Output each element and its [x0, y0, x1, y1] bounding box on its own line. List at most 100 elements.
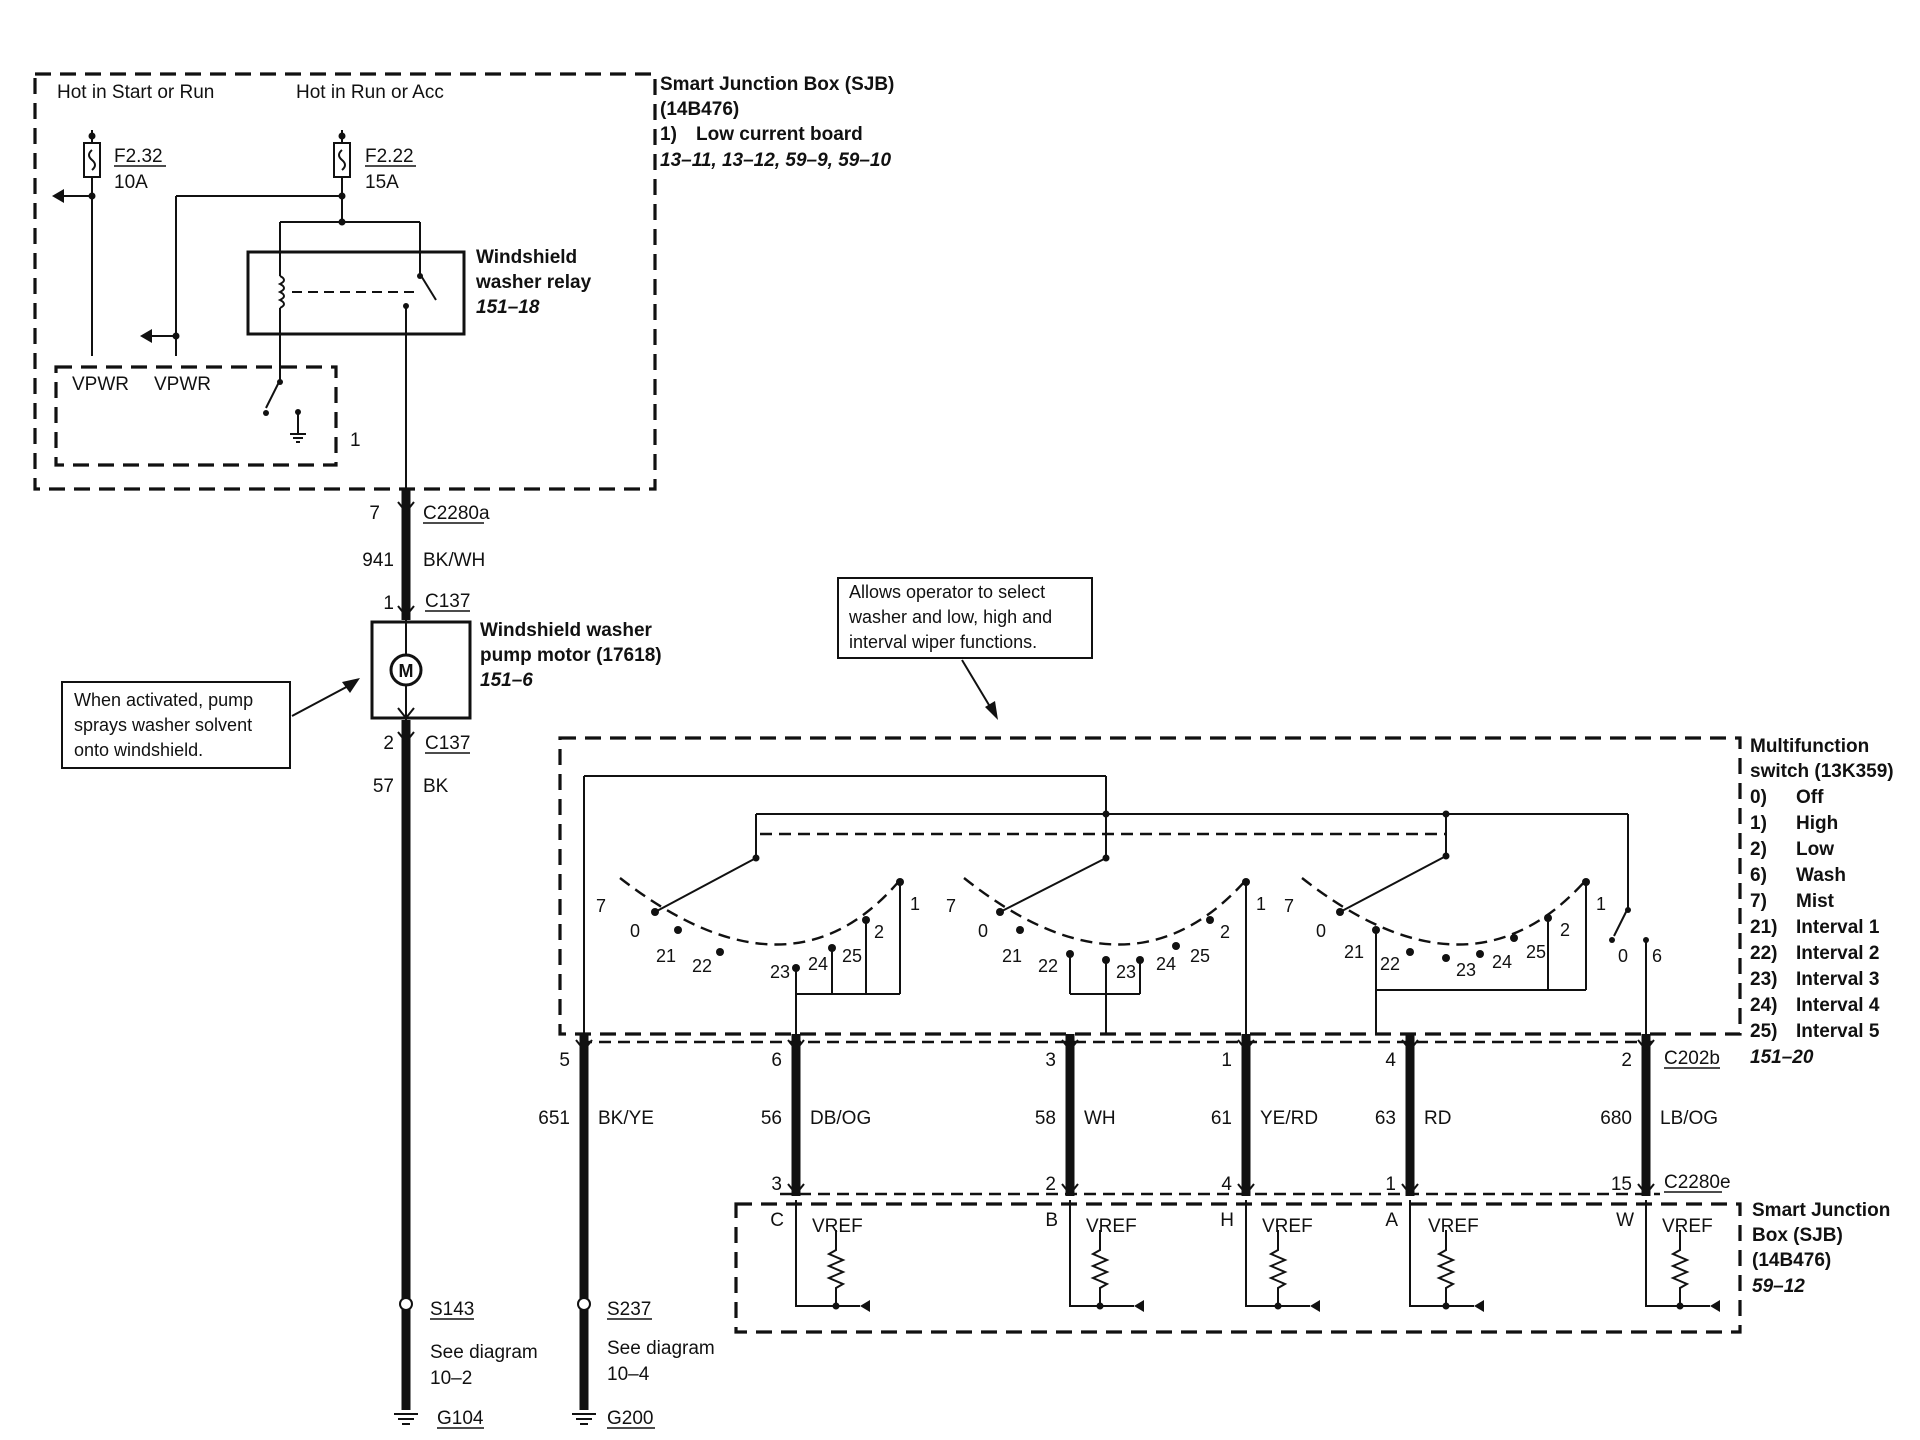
mf-note-line-1: Allows operator to select [849, 582, 1045, 602]
pump-label-1: Windshield washer [480, 620, 653, 641]
circuit-color: BK/YE [598, 1108, 654, 1129]
wire-651-circuit [572, 1042, 596, 1425]
pin-top: 5 [559, 1050, 570, 1071]
g104-label: G104 [437, 1408, 484, 1429]
pump-ref: 151–6 [480, 670, 533, 691]
hot-run-acc-label: Hot in Run or Acc [296, 82, 444, 103]
s3-p1: 1 [1596, 894, 1606, 914]
s237-diagram: 10–4 [607, 1364, 650, 1385]
fuse-f222-id: F2.22 [365, 146, 414, 167]
vpwr-1: VPWR [72, 374, 129, 395]
pin-top: 6 [771, 1050, 782, 1071]
vref-resistors [795, 1200, 1720, 1312]
switch-section-3 [1301, 852, 1649, 1034]
wire-941-circuit: 941 [362, 550, 394, 571]
s143-id: S143 [430, 1299, 474, 1320]
sjb-bottom-title-3: (14B476) [1752, 1250, 1831, 1271]
pump-motor-box [370, 620, 472, 720]
legend-num: 1) [1750, 813, 1767, 834]
s237-id: S237 [607, 1299, 651, 1320]
sjb-pin: W [1616, 1210, 1634, 1231]
multifunction-switch: 7 0 21 22 23 24 25 2 1 7 0 2 [558, 736, 1742, 1036]
legend-name: Off [1796, 787, 1824, 808]
legend-name: Mist [1796, 891, 1835, 912]
vref-label: VREF [1086, 1216, 1137, 1237]
pin-bottom: 1 [1385, 1174, 1396, 1195]
legend-name: Interval 5 [1796, 1021, 1880, 1042]
sjb-bottom-box: C VREF B VREF H VREF A VREF W VREF [734, 1200, 1742, 1334]
c137-bot-name: C137 [425, 733, 470, 754]
pin-bottom: 3 [771, 1174, 782, 1195]
pump-label-2: pump motor (17618) [480, 645, 662, 666]
legend-num: 24) [1750, 995, 1777, 1016]
sjb-pin: C [770, 1210, 784, 1231]
motor-icon [389, 653, 423, 687]
s1-p22: 22 [692, 956, 712, 976]
legend-num: 2) [1750, 839, 1767, 860]
module-number: 1 [350, 430, 361, 451]
c137-bot-pin: 2 [383, 733, 394, 754]
sjb-top-title-2: (14B476) [660, 99, 739, 120]
sjb-top-note-num: 1) [660, 124, 677, 145]
s1-p2: 2 [874, 922, 884, 942]
sjb-top-box: Hot in Start or Run Hot in Run or Acc F2… [33, 72, 657, 491]
s3-p24: 24 [1492, 952, 1512, 972]
c2280a-name: C2280a [423, 503, 490, 524]
s2-p23: 23 [1116, 962, 1136, 982]
s143-diagram: 10–2 [430, 1368, 472, 1389]
mf-note-line-3: interval wiper functions. [849, 632, 1037, 652]
mf-note-line-2: washer and low, high and [848, 607, 1052, 627]
s1-p1: 1 [910, 894, 920, 914]
s1-p23: 23 [770, 962, 790, 982]
wash-off-label: 0 [1618, 946, 1628, 966]
s1-p21: 21 [656, 946, 676, 966]
fuse-f232-rating: 10A [114, 172, 148, 193]
wash-on-label: 6 [1652, 946, 1662, 966]
s2-p21: 21 [1002, 946, 1022, 966]
sjb-pin: B [1045, 1210, 1058, 1231]
s143-see: See diagram [430, 1342, 538, 1363]
s2-p2: 2 [1220, 922, 1230, 942]
legend-name: Low [1796, 839, 1834, 860]
legend-name: Interval 1 [1796, 917, 1880, 938]
pin-top: 2 [1621, 1050, 1632, 1071]
sjb-bottom-title-2: Box (SJB) [1752, 1225, 1843, 1246]
pin-bottom: 2 [1045, 1174, 1056, 1195]
pin-bottom: 15 [1611, 1174, 1632, 1195]
pin-top: 1 [1221, 1050, 1232, 1071]
windshield-washer-relay [246, 250, 466, 489]
pump-note-line-3: onto windshield. [74, 740, 203, 760]
legend-name: High [1796, 813, 1838, 834]
circuit-number: 58 [1035, 1108, 1056, 1129]
legend-name: Interval 2 [1796, 943, 1879, 964]
s1-p7: 7 [596, 896, 606, 916]
c137-top-pin: 1 [383, 593, 394, 614]
s2-p7: 7 [946, 896, 956, 916]
pump-note-line-1: When activated, pump [74, 690, 253, 710]
pump-note-callout [61, 678, 360, 769]
legend-num: 7) [1750, 891, 1767, 912]
c202b-name: C202b [1664, 1048, 1720, 1069]
switch-section-1 [619, 854, 904, 1034]
relay-ref: 151–18 [476, 297, 540, 318]
pin-bottom: 4 [1221, 1174, 1232, 1195]
circuit-number: 680 [1600, 1108, 1632, 1129]
fuse-f232-id: F2.32 [114, 146, 163, 167]
mf-ref: 151–20 [1750, 1047, 1814, 1068]
legend-num: 25) [1750, 1021, 1777, 1042]
wire-57-color: BK [423, 776, 449, 797]
c137-top-name: C137 [425, 591, 470, 612]
pump-circuit: M [370, 489, 472, 1425]
fuse-f222 [140, 130, 421, 356]
mf-note-callout [837, 577, 1093, 720]
harness-wires [575, 1034, 1660, 1196]
hot-start-run-label: Hot in Start or Run [57, 82, 214, 103]
s2-p24: 24 [1156, 954, 1176, 974]
s237-see: See diagram [607, 1338, 715, 1359]
s3-p23: 23 [1456, 960, 1476, 980]
s1-p25: 25 [842, 946, 862, 966]
g200-label: G200 [607, 1408, 653, 1429]
sjb-top-note-text: Low current board [696, 124, 863, 145]
s3-p2: 2 [1560, 920, 1570, 940]
